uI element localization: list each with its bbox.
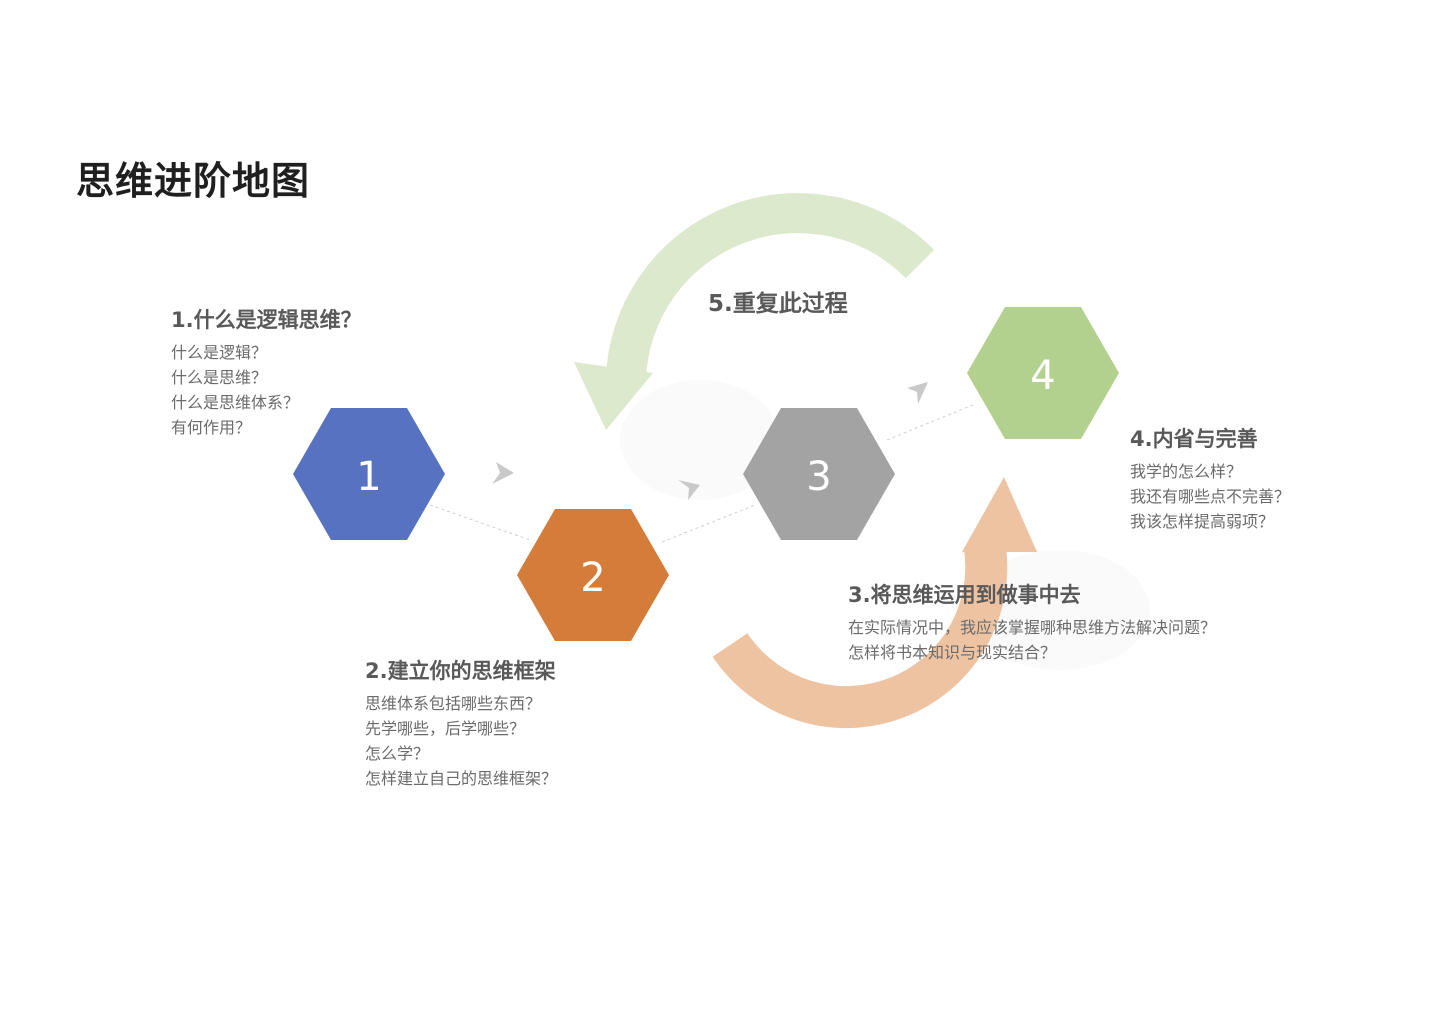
chevron-right-icon — [492, 462, 514, 484]
step-title: 4.内省与完善 — [1130, 427, 1258, 451]
step-4: 4.内省与完善 我学的怎么样？ 我还有哪些点不完善？ 我该怎样提高弱项？ — [1130, 423, 1290, 534]
question-item: 我学的怎么样？ — [1130, 462, 1243, 481]
question-item: 先学哪些，后学哪些？ — [365, 719, 526, 738]
feedback-arrow-icon — [712, 477, 1037, 729]
step-questions: 什么是逻辑？ 什么是思维？ 什么是思维体系？ 有何作用？ — [171, 340, 362, 440]
chevron-right-icon — [907, 382, 928, 404]
connector-line — [886, 403, 976, 441]
hexagon-1: 1 — [293, 408, 445, 540]
question-item: 我该怎样提高弱项？ — [1130, 512, 1275, 531]
connector-line — [661, 504, 756, 543]
hexagon-number: 2 — [580, 555, 605, 601]
connector-lines — [429, 403, 976, 543]
step-3: 3.将思维运用到做事中去 在实际情况中，我应该掌握哪种思维方法解决问题？ 怎样将… — [848, 579, 1216, 665]
chevron-right-icon — [678, 480, 700, 500]
step-1: 1.什么是逻辑思维？ 什么是逻辑？ 什么是思维？ 什么是思维体系？ 有何作用？ — [171, 304, 362, 440]
hexagon-number: 4 — [1030, 353, 1055, 399]
question-item: 什么是思维体系？ — [171, 393, 300, 412]
step-title: 3.将思维运用到做事中去 — [848, 583, 1081, 607]
question-item: 什么是思维？ — [171, 368, 268, 387]
hexagon-2: 2 — [517, 509, 669, 641]
step-questions: 在实际情况中，我应该掌握哪种思维方法解决问题？ 怎样将书本知识与现实结合？ — [848, 615, 1216, 665]
hexagon-number: 1 — [356, 454, 381, 500]
shadow-blob — [970, 550, 1150, 670]
question-item: 在实际情况中，我应该掌握哪种思维方法解决问题？ — [848, 618, 1217, 637]
hexagon-number: 3 — [806, 454, 831, 500]
question-item: 什么是逻辑？ — [171, 343, 268, 362]
feedback-arrow-band — [712, 545, 1008, 729]
repeat-label: 5.重复此过程 — [708, 291, 848, 317]
question-item: 怎样建立自己的思维框架？ — [365, 769, 558, 788]
chevrons — [492, 382, 928, 500]
step-2: 2.建立你的思维框架 思维体系包括哪些东西？ 先学哪些，后学哪些？ 怎么学？ 怎… — [365, 655, 557, 791]
question-item: 我还有哪些点不完善？ — [1130, 487, 1291, 506]
step-title: 1.什么是逻辑思维？ — [171, 308, 362, 332]
question-item: 思维体系包括哪些东西？ — [365, 694, 542, 713]
hexagon-3: 3 — [743, 408, 895, 540]
question-item: 有何作用？ — [171, 418, 252, 437]
step-questions: 我学的怎么样？ 我还有哪些点不完善？ 我该怎样提高弱项？ — [1130, 459, 1290, 534]
repeat-arrow-head — [574, 362, 653, 430]
question-item: 怎样将书本知识与现实结合？ — [848, 643, 1057, 662]
repeat-arrow-band — [606, 193, 935, 380]
question-item: 怎么学？ — [365, 744, 430, 763]
repeat-arrow-icon — [574, 193, 935, 430]
hexagon-4: 4 — [967, 307, 1119, 439]
connector-line — [429, 504, 531, 541]
page-title: 思维进阶地图 — [76, 159, 311, 203]
step-questions: 思维体系包括哪些东西？ 先学哪些，后学哪些？ 怎么学？ 怎样建立自己的思维框架？ — [365, 691, 557, 791]
shadow-blob — [620, 380, 780, 500]
step-title: 2.建立你的思维框架 — [365, 659, 556, 683]
feedback-arrow-head — [962, 477, 1037, 552]
